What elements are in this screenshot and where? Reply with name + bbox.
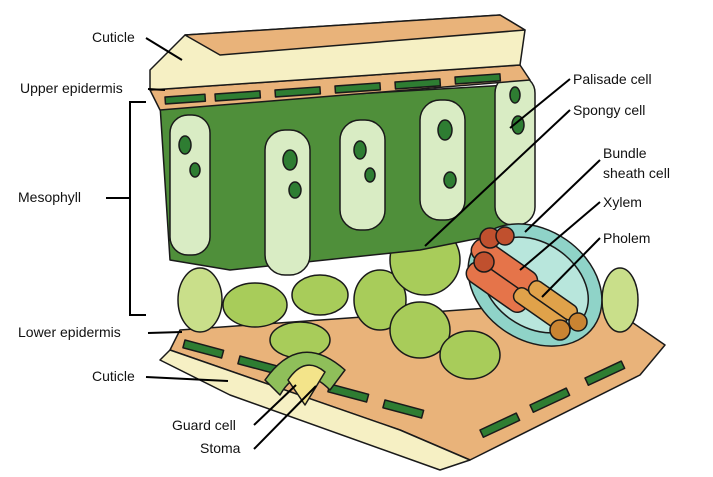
label-palisade-cell: Palisade cell (573, 71, 652, 87)
label-guard-cell: Guard cell (172, 417, 236, 433)
label-spongy-cell: Spongy cell (573, 102, 646, 118)
label-pholem: Pholem (603, 230, 651, 246)
xylem-vessels (465, 226, 539, 313)
leader-lines (106, 37, 601, 450)
label-mesophyll: Mesophyll (18, 189, 82, 205)
phloem-tubes (512, 279, 588, 341)
label-cuticle-bottom: Cuticle (92, 368, 135, 384)
stoma (287, 364, 326, 406)
label-xylem: Xylem (603, 194, 642, 210)
bottom-cuticle (159, 349, 471, 471)
label-stoma: Stoma (200, 440, 241, 456)
label-bundle-sheath-1: Bundle (603, 145, 647, 161)
lower-epidermis-cells (182, 339, 626, 439)
label-upper-epidermis: Upper epidermis (20, 80, 123, 96)
chloroplasts (178, 86, 525, 199)
label-bundle-sheath-2: sheath cell (603, 165, 670, 181)
label-lower-epidermis: Lower epidermis (18, 324, 121, 340)
label-cuticle-top: Cuticle (92, 29, 135, 45)
upper-epidermis-cells (164, 73, 502, 105)
